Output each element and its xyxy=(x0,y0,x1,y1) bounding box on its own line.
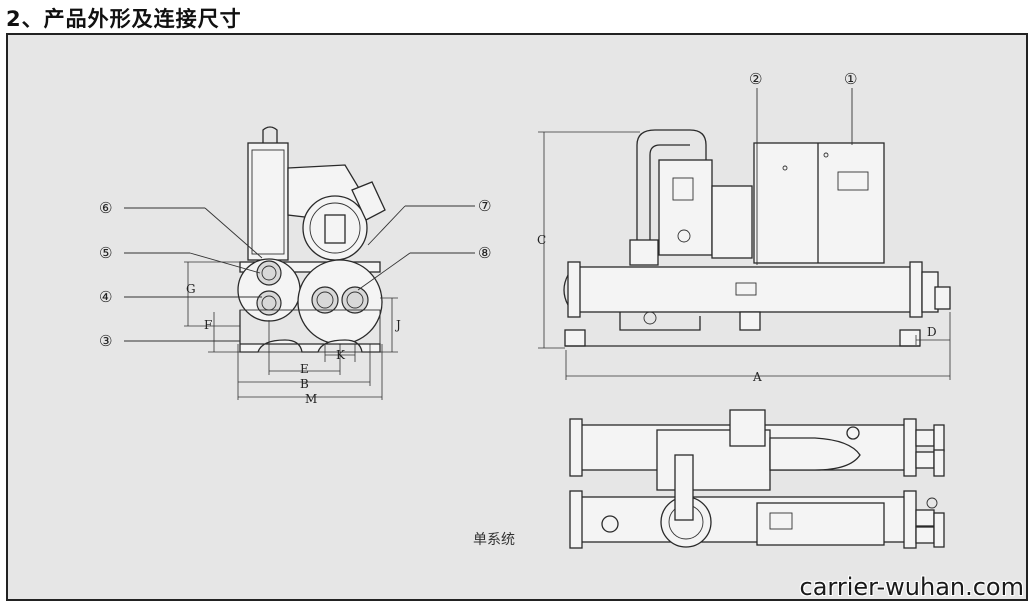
callout-8: ⑧ xyxy=(478,244,491,262)
watermark-text: carrier-wuhan.com xyxy=(799,573,1025,601)
end-view-dimensions xyxy=(184,261,398,400)
side-view-dimensions xyxy=(538,88,951,380)
callout-4: ④ xyxy=(99,288,112,306)
callout-7: ⑦ xyxy=(478,197,491,215)
section-title: 2、产品外形及连接尺寸 xyxy=(6,7,242,31)
callout-labels: ⑥ ⑤ ④ ③ ⑦ ⑧ ② ① xyxy=(99,70,857,350)
callout-2: ② xyxy=(749,70,762,88)
callout-3: ③ xyxy=(99,332,112,350)
top-view-drawing xyxy=(569,409,945,549)
side-view-drawing xyxy=(563,129,951,347)
callout-6: ⑥ xyxy=(99,199,112,217)
end-view-drawing xyxy=(237,126,386,353)
callout-1: ① xyxy=(844,70,857,88)
dimension-a: A xyxy=(752,370,762,384)
dimension-c: C xyxy=(537,233,546,247)
dimension-b: B xyxy=(300,377,309,391)
dimension-k: K xyxy=(336,348,346,362)
drawing-caption: 单系统 xyxy=(473,532,515,548)
dimension-m: M xyxy=(305,392,317,406)
dimension-g: G xyxy=(186,282,196,296)
callout-5: ⑤ xyxy=(99,244,112,262)
dimension-d: D xyxy=(927,325,937,339)
dimension-j: J xyxy=(394,318,401,332)
dimension-labels: G F J K E B M C A D xyxy=(186,233,937,406)
dimension-e: E xyxy=(300,362,309,376)
end-view-leaders xyxy=(124,205,475,342)
dimension-f: F xyxy=(204,318,212,332)
